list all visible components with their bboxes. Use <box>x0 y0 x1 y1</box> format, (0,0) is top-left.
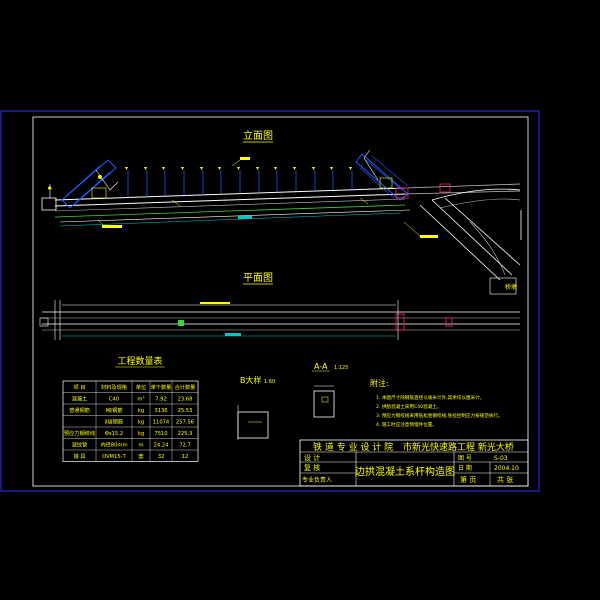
table-cell: 套 <box>138 452 144 460</box>
table-cell: kg <box>138 431 144 437</box>
svg-text:▾: ▾ <box>256 165 259 172</box>
inner-frame <box>32 116 529 487</box>
svg-text:▾: ▾ <box>312 165 315 172</box>
sheet-label: 第 页 <box>460 475 476 484</box>
table-cell: 23.68 <box>178 397 193 403</box>
company-name: 铁 道 专 业 设 计 院 <box>313 441 393 453</box>
svg-text:▾: ▾ <box>181 165 184 172</box>
section-aa <box>313 385 335 418</box>
project-name: 市新光快速路工程 新光大桥 <box>403 441 514 453</box>
svg-text:▾: ▾ <box>237 165 240 172</box>
note-line: 1. 本图尺寸除钢筋直径以毫米计外,其余均以厘米计。 <box>376 394 484 401</box>
note-line: 4. 施工时应注意预埋件位置。 <box>376 421 437 428</box>
svg-text:♠: ♠ <box>47 185 52 192</box>
designed-label: 设 计 <box>304 453 320 462</box>
table-cell: 内径80mm <box>100 441 127 449</box>
table-header-cell: 材料及规格 <box>101 383 128 391</box>
elevation-title: 立面图 <box>243 129 273 142</box>
detail-b <box>237 405 269 440</box>
svg-text:▾: ▾ <box>293 165 296 172</box>
table-header-cell: 项 目 <box>73 384 85 391</box>
plan-view <box>39 300 520 340</box>
table-cell: m³ <box>137 397 144 403</box>
table-cell: C40 <box>109 397 119 403</box>
svg-text:▾: ▾ <box>162 165 165 172</box>
drawing-title: 边拱混凝土系杆构造图 <box>355 465 455 478</box>
svg-text:▾: ▾ <box>200 165 203 172</box>
outer-frame <box>0 110 540 492</box>
section-scale: 1:125 <box>334 365 348 371</box>
table-cell: kg <box>138 420 144 426</box>
table-header-cell: 合计数量 <box>175 383 196 391</box>
responsible-label: 专业负责人 <box>302 476 332 484</box>
table-cell: 11074 <box>153 420 170 426</box>
table-cell: kg <box>138 408 144 414</box>
checked-label: 复 核 <box>304 463 320 472</box>
table-cell: 25.53 <box>178 408 193 414</box>
table-title: 工程数量表 <box>117 355 162 367</box>
total-label: 共 张 <box>497 475 513 484</box>
title-block <box>299 439 529 487</box>
table-cell: 257.56 <box>176 420 194 426</box>
notes: 1. 本图尺寸除钢筋直径以毫米计外,其余均以厘米计。 2. 拱肋混凝土采用C40混… <box>376 394 503 428</box>
table-cell: Φs15.2 <box>105 431 123 437</box>
table-cell: 锚 具 <box>73 452 85 460</box>
table-cell: 225.3 <box>178 431 193 437</box>
table-header-cell: 单个数量 <box>151 383 172 391</box>
table-cell: 波纹管 <box>72 441 88 449</box>
notes-title: 附注: <box>370 378 389 388</box>
plan-title: 平面图 <box>243 272 273 284</box>
table-cell: 72.7 <box>179 443 191 449</box>
section-title: A-A <box>314 362 328 371</box>
table-cell: 7.92 <box>155 397 167 403</box>
table-cell: OVM15-7 <box>102 454 126 460</box>
table-cell: 普通钢筋 <box>69 406 90 414</box>
svg-text:▾: ▾ <box>125 165 128 172</box>
table-header-cell: 单位 <box>136 383 146 391</box>
svg-text:▾: ▾ <box>144 165 147 172</box>
elevation-view: 桥墩 ♠ <box>41 149 522 295</box>
table-cell: Ⅱ级钢筋 <box>105 418 123 426</box>
drawing-no-label: 图 号 <box>458 455 472 462</box>
table-cell: 24.24 <box>154 443 170 449</box>
end-pier-label: 桥墩 <box>505 283 517 291</box>
svg-text:▾: ▾ <box>330 165 333 172</box>
table-cell: 混凝土 <box>72 395 88 403</box>
detail-b-scale: 1:60 <box>264 379 275 385</box>
svg-text:▾: ▾ <box>218 165 221 172</box>
detail-b-title: B大样 <box>240 375 262 385</box>
svg-text:▾: ▾ <box>349 165 352 172</box>
table-cell: 3136 <box>154 408 167 414</box>
table-cell: 12 <box>182 454 189 460</box>
note-line: 2. 拱肋混凝土采用C40混凝土。 <box>376 403 441 410</box>
table-cell: 7510 <box>154 431 167 437</box>
note-line: 3. 预应力钢绞线采用低松弛钢绞线,张拉控制应力按规范执行。 <box>376 412 503 419</box>
date-label: 日 期 <box>458 464 472 472</box>
table-cell: 预应力钢绞线 <box>64 429 95 437</box>
table-cell: m <box>138 443 143 449</box>
table-cell: 32 <box>158 454 165 460</box>
svg-text:▾: ▾ <box>274 165 277 172</box>
table-cell: Ⅰ级钢筋 <box>105 406 122 414</box>
quantity-table: 项 目 材料及规格单位单个数量合计数量混凝土 C40 m³ 7.92 23.68 普通钢筋 Ⅰ… <box>62 380 199 462</box>
date-value: 2004.10 <box>494 465 519 472</box>
drawing-no: S-03 <box>494 455 508 462</box>
